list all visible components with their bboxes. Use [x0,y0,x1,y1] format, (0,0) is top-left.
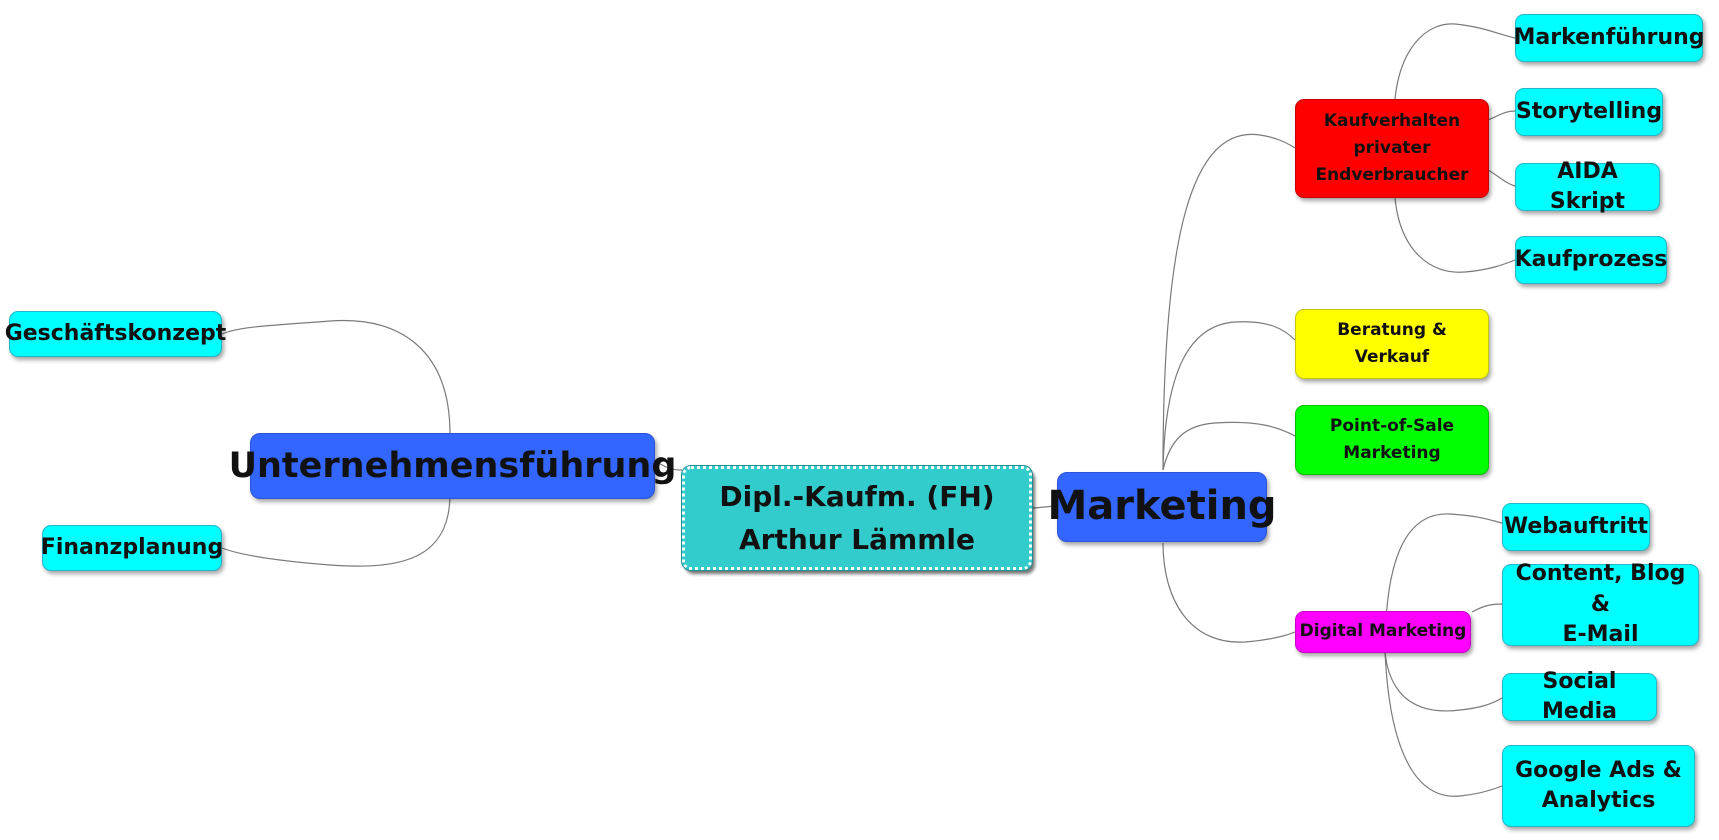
connector-marketing-pos [1162,421,1296,471]
topic-marketing-label: Marketing [1047,483,1277,530]
subtopic-finanzplanung[interactable]: Finanzplanung [40,525,224,571]
connector-center-right [1029,505,1058,509]
connector-marketing-beratung [1162,321,1296,471]
leaf-webauftritt-label: Webauftritt [1503,513,1649,539]
connector-digital-google [1384,651,1503,797]
leaf-kaufprozess[interactable]: Kaufprozess [1515,236,1667,284]
leaf-aida-skript-label: AIDA Skript [1549,158,1626,214]
subtopic-geschaeftskonzept[interactable]: Geschäftskonzept [5,311,226,357]
branch-kaufverhalten-label: Kaufverhalten privater Endverbraucher [1315,110,1469,186]
connector-kaufverhalten-markenfuehrung [1394,23,1516,100]
connector-center-left [654,461,683,471]
connector-left-finanzplanung [221,493,451,567]
central-topic-node[interactable]: Dipl.-Kaufm. (FH) Arthur Lämmle [681,465,1033,571]
leaf-webauftritt[interactable]: Webauftritt [1502,503,1650,551]
connector-digital-content [1471,603,1503,613]
leaf-storytelling[interactable]: Storytelling [1515,88,1663,136]
connector-digital-webauftritt [1384,513,1503,653]
leaf-social-media-label: Social Media [1542,668,1617,724]
leaf-markenfuehrung[interactable]: Markenführung [1513,14,1705,62]
leaf-storytelling-label: Storytelling [1515,98,1663,124]
topic-unternehmensfuehrung[interactable]: Unternehmensführung [229,433,676,499]
topic-marketing[interactable]: Marketing [1047,472,1277,542]
leaf-markenfuehrung-label: Markenführung [1513,24,1705,50]
topic-unternehmensfuehrung-label: Unternehmensführung [228,445,677,486]
subtopic-finanzplanung-label: Finanzplanung [40,534,224,560]
leaf-content-blog-email[interactable]: Content, Blog & E-Mail [1502,561,1699,647]
connector-kaufverhalten-kaufprozess [1394,197,1516,273]
connector-digital-social [1384,651,1503,712]
leaf-google-ads-analytics[interactable]: Google Ads & Analytics [1502,745,1695,827]
branch-point-of-sale[interactable]: Point-of-Sale Marketing [1295,405,1489,475]
branch-digital-marketing-label: Digital Marketing [1299,621,1467,642]
branch-digital-marketing[interactable]: Digital Marketing [1295,611,1471,653]
connector-marketing-digital [1162,542,1296,643]
connector-marketing-kaufverhalten [1162,133,1296,471]
leaf-kaufprozess-label: Kaufprozess [1514,246,1668,272]
branch-beratung-verkauf[interactable]: Beratung & Verkauf [1295,309,1489,379]
connector-left-geschaeftskonzept [221,319,451,435]
connector-kaufverhalten-storytelling [1487,110,1516,121]
subtopic-geschaeftskonzept-label: Geschäftskonzept [4,320,227,346]
leaf-content-blog-email-label: Content, Blog & E-Mail [1515,561,1686,648]
connector-kaufverhalten-aida [1487,169,1516,187]
central-topic-label: Dipl.-Kaufm. (FH) Arthur Lämmle [719,479,995,556]
leaf-social-media[interactable]: Social Media [1502,669,1657,724]
branch-kaufverhalten[interactable]: Kaufverhalten privater Endverbraucher [1295,99,1489,198]
branch-beratung-verkauf-label: Beratung & Verkauf [1337,319,1447,367]
leaf-google-ads-analytics-label: Google Ads & Analytics [1515,757,1682,813]
branch-point-of-sale-label: Point-of-Sale Marketing [1329,415,1455,463]
leaf-aida-skript[interactable]: AIDA Skript [1515,159,1660,214]
